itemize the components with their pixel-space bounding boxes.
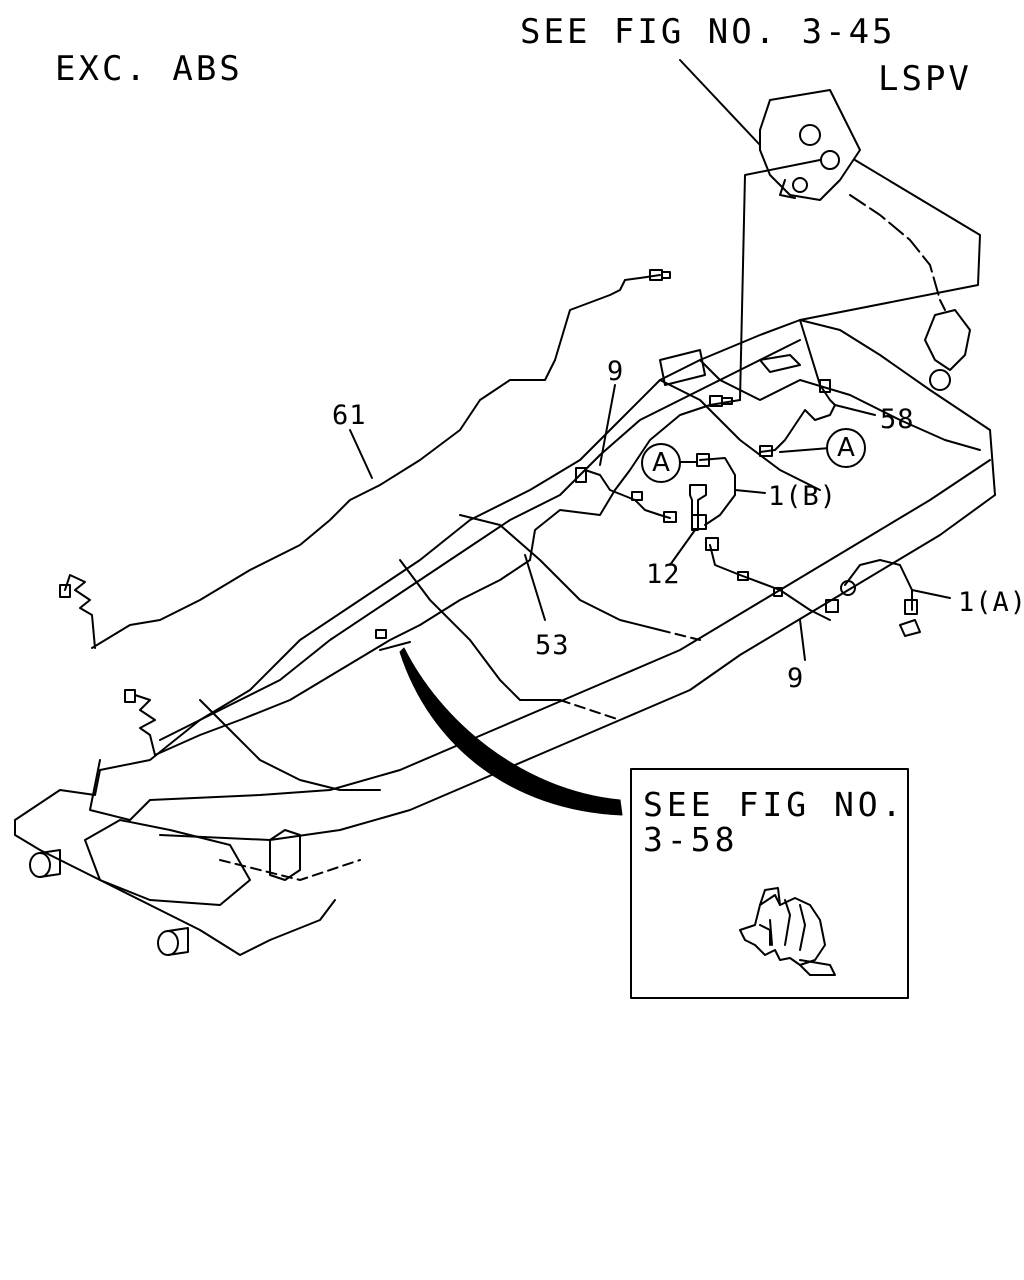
leader-9-lower [799, 619, 806, 661]
frame-crossmember-dashed [219, 629, 701, 881]
inset-reference-line1[interactable]: SEE FIG NO. [643, 785, 906, 824]
leader-9-upper [599, 384, 616, 466]
frame-crossmember-1 [199, 699, 381, 791]
leader-61 [349, 429, 373, 479]
brake-pipe-riser [739, 159, 821, 401]
callout-53[interactable]: 53 [535, 630, 570, 661]
fittings [59, 269, 921, 703]
frame-right-rail-outer [149, 459, 991, 801]
ref-circle-a-right[interactable]: A [826, 428, 866, 468]
leader-12 [669, 529, 696, 566]
callout-61[interactable]: 61 [332, 400, 367, 431]
lspv-valve-body [759, 89, 861, 201]
leader-a-right [779, 447, 831, 453]
front-stub-right [157, 930, 179, 956]
frame-rear-bracket [759, 354, 801, 373]
inset-reference-line2[interactable]: 3-58 [643, 820, 739, 859]
frame-right-rail-inner [159, 494, 996, 841]
frame-crossmember-4 [659, 379, 821, 491]
callout-9-lower[interactable]: 9 [787, 663, 805, 694]
frame-crossmember-2 [399, 559, 561, 701]
callout-12[interactable]: 12 [646, 559, 681, 590]
lspv-line-2 [849, 194, 941, 301]
brake-pipe-53 [134, 399, 741, 756]
lspv-line-1 [799, 159, 981, 386]
leader-1b [734, 489, 766, 494]
ref-circle-a-left[interactable]: A [641, 443, 681, 483]
reference-see-fig-3-45[interactable]: SEE FIG NO. 3-45 [520, 12, 896, 52]
leader-58 [834, 404, 876, 416]
inset-box [630, 768, 909, 999]
leader-53 [524, 554, 546, 621]
variant-label: EXC. ABS [55, 49, 243, 89]
frame-left-rail-outer [14, 319, 801, 821]
frame-rear-crossmember [699, 359, 981, 451]
brake-pipe-58 [759, 384, 836, 453]
frame-rear-end [799, 319, 996, 496]
leader-1a [911, 589, 951, 599]
lspv-label: LSPV [878, 59, 972, 99]
leader-see-fig-3-45 [679, 59, 761, 146]
frame-crossmember-3 [459, 514, 661, 631]
clip-drawing [739, 887, 836, 976]
brake-pipe-61 [64, 274, 661, 649]
callout-1a[interactable]: 1(A) [958, 587, 1024, 618]
hose-1b [699, 457, 736, 526]
callout-9-upper[interactable]: 9 [607, 356, 625, 387]
frame-bracket-front [269, 829, 301, 881]
lspv-link [924, 309, 971, 371]
brake-pipe-9-lower [709, 544, 831, 621]
inset-pointer [399, 647, 623, 816]
frame-front-crossmember [84, 759, 251, 906]
front-stub-left [29, 852, 51, 878]
callout-1b[interactable]: 1(B) [768, 481, 838, 512]
hose-1a [844, 559, 913, 611]
frame-front-end [14, 819, 336, 956]
frame-mid-bracket [659, 349, 706, 386]
callout-58[interactable]: 58 [880, 404, 915, 435]
